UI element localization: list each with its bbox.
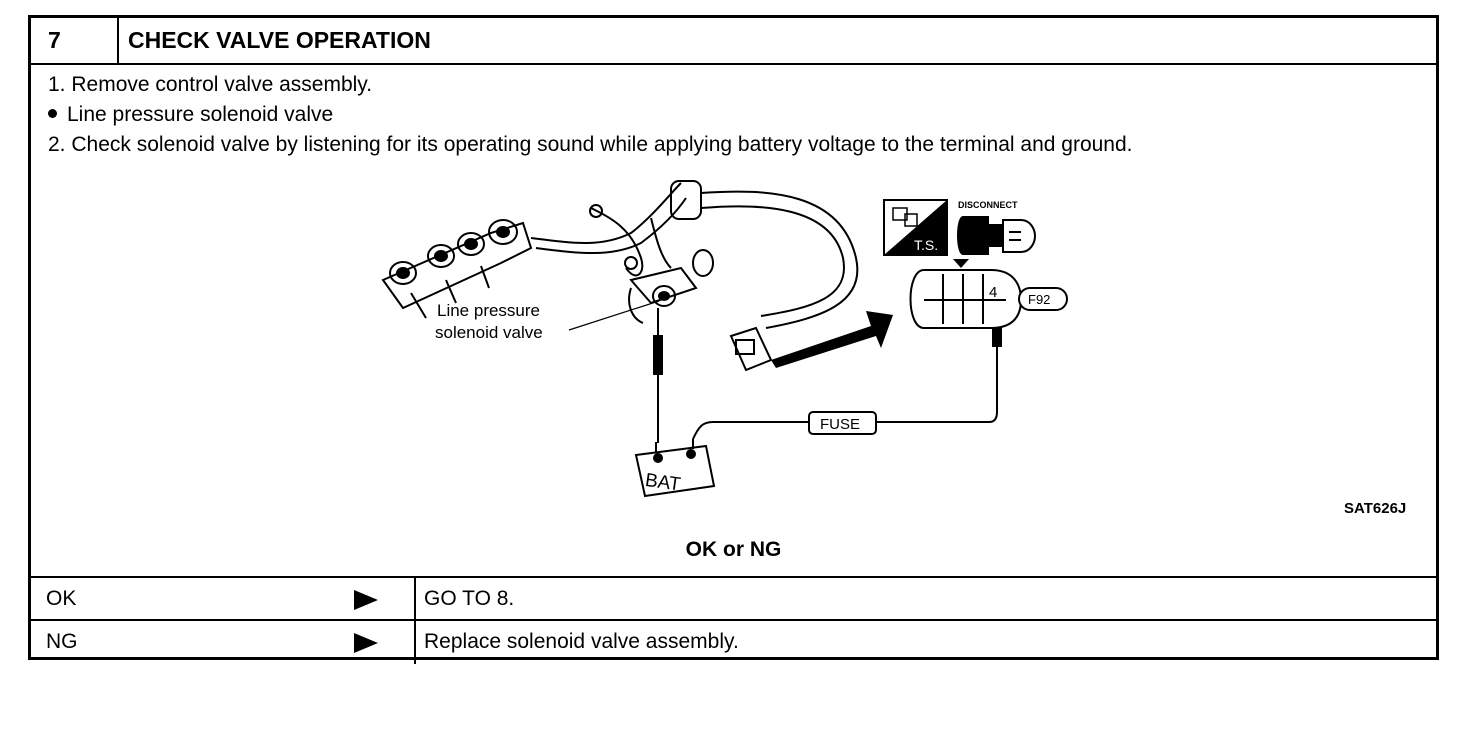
fuse-label: FUSE: [820, 416, 860, 433]
ts-label: T.S.: [914, 237, 938, 253]
header-row: 7 CHECK VALVE OPERATION: [31, 18, 1436, 65]
connector-code: F92: [1028, 292, 1050, 307]
figure-code: SAT626J: [1344, 500, 1406, 517]
result-status-ok: OK: [46, 587, 77, 610]
row-divider: [414, 621, 416, 664]
step-title: CHECK VALVE OPERATION: [128, 27, 431, 53]
result-status-ng: NG: [46, 630, 78, 653]
procedure-table: 7 CHECK VALVE OPERATION 1. Remove contro…: [28, 15, 1439, 664]
control-valve-illustration: [381, 180, 859, 372]
callout-leader: [568, 300, 660, 331]
instruction-bullet-text: Line pressure solenoid valve: [67, 103, 334, 126]
arrow-icon: [771, 311, 893, 368]
result-action-ok: GO TO 8.: [424, 587, 515, 610]
instruction-bullet: Line pressure solenoid valve: [48, 103, 333, 127]
result-action-ng: Replace solenoid valve assembly.: [424, 630, 739, 653]
step-number: 7: [31, 18, 119, 63]
battery-icon: [634, 439, 716, 498]
instruction-2-text: Check solenoid valve by listening for it…: [71, 133, 1133, 156]
connector-pointer-icon: [953, 259, 969, 268]
callout-line2: solenoid valve: [435, 323, 543, 342]
connector-code-badge: [1018, 287, 1068, 311]
fuse-symbol: [808, 411, 877, 435]
battery-label: BAT: [644, 470, 683, 496]
wiring-diagram: Line pressure solenoid valve BAT FUSE: [381, 180, 1406, 517]
instruction-2-marker: 2.: [48, 133, 66, 156]
instruction-2: 2. Check solenoid valve by listening for…: [48, 133, 1133, 157]
disconnect-label: DISCONNECT: [958, 200, 1018, 210]
disconnect-icon: [957, 216, 1037, 255]
result-heading: OK or NG: [685, 538, 782, 561]
instruction-1: 1. Remove control valve assembly.: [48, 73, 372, 97]
ts-tester-icon: [883, 199, 948, 256]
harness-connector-face: [909, 269, 1023, 329]
play-arrow-icon: [354, 633, 378, 653]
callout-line1: Line pressure: [437, 301, 540, 320]
play-arrow-icon: [354, 590, 378, 610]
bullet-icon: [48, 108, 57, 118]
result-row-ng: NG Replace solenoid valve assembly.: [31, 619, 1436, 664]
terminal-number: 4: [989, 284, 997, 301]
instruction-1-text: Remove control valve assembly.: [71, 73, 373, 96]
wire-solenoid-to-battery: [653, 308, 663, 443]
result-row-ok: OK GO TO 8.: [31, 576, 1436, 621]
row-divider: [414, 578, 416, 621]
instruction-1-marker: 1.: [48, 73, 66, 96]
